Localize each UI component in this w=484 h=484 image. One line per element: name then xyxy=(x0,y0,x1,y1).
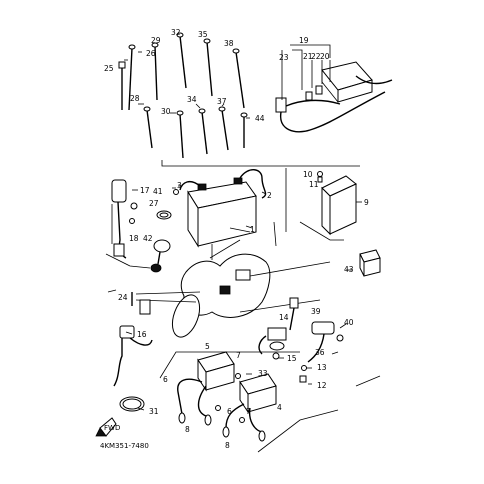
callout-28: 28 xyxy=(130,94,140,103)
callout-11: 11 xyxy=(309,180,319,189)
callout-8b: 8 xyxy=(225,441,230,450)
starter-switch-group xyxy=(111,179,138,259)
callout-9: 9 xyxy=(364,198,369,207)
bolt-rods-group xyxy=(118,32,360,167)
relay-harness-group xyxy=(275,44,393,133)
callout-34: 34 xyxy=(187,95,197,104)
callout-10: 10 xyxy=(303,170,313,179)
callout-20: 20 xyxy=(320,52,330,61)
main-harness-frame xyxy=(135,239,331,338)
callout-labels: 1 2 3 4 5 6 6 7 7 8 8 9 10 11 12 13 14 1… xyxy=(104,28,369,450)
forward-arrow-label: FWD xyxy=(104,424,120,432)
callout-4: 4 xyxy=(277,403,282,412)
callout-17: 17 xyxy=(140,186,150,195)
callout-33: 33 xyxy=(258,369,268,378)
callout-14: 14 xyxy=(279,313,289,322)
callout-5: 5 xyxy=(205,342,210,351)
callout-21: 21 xyxy=(303,52,313,61)
callout-19: 19 xyxy=(299,36,309,45)
callout-37: 37 xyxy=(217,97,227,106)
callout-31: 31 xyxy=(149,407,159,416)
callout-13: 13 xyxy=(317,363,327,372)
callout-29: 29 xyxy=(151,36,161,45)
callout-23: 23 xyxy=(279,53,289,62)
callout-3: 3 xyxy=(177,181,182,190)
control-unit-group xyxy=(317,171,357,236)
callout-26: 26 xyxy=(146,49,156,58)
callout-8a: 8 xyxy=(185,425,190,434)
callout-27: 27 xyxy=(149,199,159,208)
callout-2: 2 xyxy=(267,191,272,200)
callout-43: 43 xyxy=(344,265,354,274)
battery-group xyxy=(173,169,267,248)
fuse-holder-group xyxy=(258,297,299,360)
section-dividers xyxy=(105,168,381,453)
callout-12: 12 xyxy=(317,381,327,390)
starter-relay-group xyxy=(299,321,344,383)
leader-lines xyxy=(124,51,362,411)
callout-1: 1 xyxy=(250,225,255,234)
callout-36: 36 xyxy=(315,348,325,357)
callout-6a: 6 xyxy=(163,375,168,384)
callout-42: 42 xyxy=(143,234,153,243)
callout-44: 44 xyxy=(255,114,265,123)
callout-32: 32 xyxy=(171,28,181,37)
callout-22: 22 xyxy=(311,52,321,61)
callout-7a: 7 xyxy=(236,351,241,360)
callout-15: 15 xyxy=(287,354,297,363)
callout-18: 18 xyxy=(129,234,139,243)
callout-39: 39 xyxy=(311,307,321,316)
callout-35: 35 xyxy=(198,30,208,39)
callout-41: 41 xyxy=(153,187,163,196)
ignition-coils-group xyxy=(177,351,277,442)
neutral-switch-group xyxy=(113,292,153,387)
sensor-group xyxy=(150,239,171,273)
callout-25: 25 xyxy=(104,64,114,73)
callout-24: 24 xyxy=(118,293,128,302)
forward-arrow-icon: FWD xyxy=(95,417,120,437)
callout-16: 16 xyxy=(137,330,147,339)
callout-38: 38 xyxy=(224,39,234,48)
relay-group xyxy=(359,249,381,277)
callout-6b: 6 xyxy=(227,407,232,416)
callout-30: 30 xyxy=(161,107,171,116)
drawing-code: 4KM351-7480 xyxy=(100,442,149,450)
callout-7b: 7 xyxy=(246,407,251,416)
callout-40: 40 xyxy=(344,318,354,327)
